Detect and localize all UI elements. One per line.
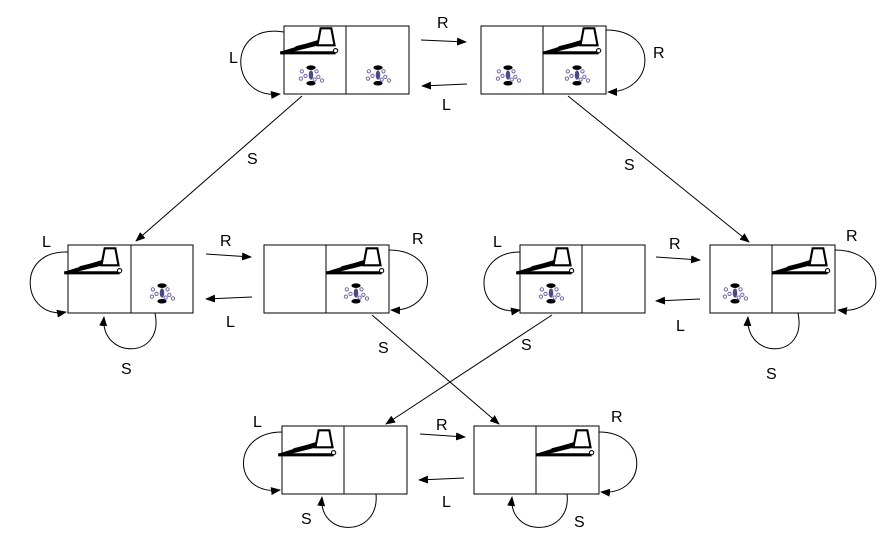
transition-label-right: R [611,409,623,426]
transition-label-suck: S [574,514,585,531]
self-loop-arrow [605,29,646,96]
transition-label-left: L [442,97,451,114]
transition-arrow [418,475,465,484]
transition-label-suck: S [121,361,132,378]
transition-arrow [135,95,303,242]
transition-label-right: R [669,236,681,253]
self-loop-arrow [507,493,568,528]
transition-label-left: L [226,314,235,331]
state-box [514,244,646,314]
transition-arrow [421,81,468,90]
transition-arrow [205,252,252,261]
transition-label-suck: S [521,337,532,354]
self-loop-arrow [29,251,69,318]
transition-arrow [371,314,500,425]
self-loop-arrow [388,249,428,315]
transition-arrow [655,296,701,305]
transition-label-left: L [493,234,502,251]
transition-label-left: L [229,50,238,67]
transition-label-left: L [42,234,51,251]
state-box [473,425,600,495]
self-loop-arrow [317,493,377,528]
transition-label-right: R [436,417,448,434]
transition-arrow [385,314,553,425]
transition-label-right: R [220,233,232,250]
self-loop-arrow [834,249,877,316]
transition-label-left: L [676,318,685,335]
state-box [278,25,410,95]
self-loop-arrow [598,431,638,497]
transition-label-right: R [653,45,665,62]
transition-arrow [655,255,701,264]
self-loop-arrow [743,312,800,350]
transition-label-right: R [846,228,858,245]
self-loop-arrow [243,431,283,496]
transition-arrow [205,294,253,303]
transition-arrow [420,37,467,46]
self-loop-arrow [99,312,157,350]
self-loop-arrow [483,251,521,316]
transition-label-suck: S [378,340,389,357]
state-box [263,244,390,314]
transition-label-suck: S [301,511,312,528]
state-box [709,244,836,314]
transition-arrow [419,432,466,441]
transition-arrow [567,95,750,243]
transition-label-left: L [253,414,262,431]
self-loop-arrow [240,30,285,99]
transition-label-right: R [437,15,449,32]
transition-label-left: L [442,494,451,511]
transition-label-suck: S [247,151,258,168]
transition-label-right: R [412,231,424,248]
state-box [276,425,408,495]
state-box [480,25,607,95]
transition-label-suck: S [766,366,777,383]
state-box [62,244,194,314]
transition-label-suck: S [624,157,635,174]
